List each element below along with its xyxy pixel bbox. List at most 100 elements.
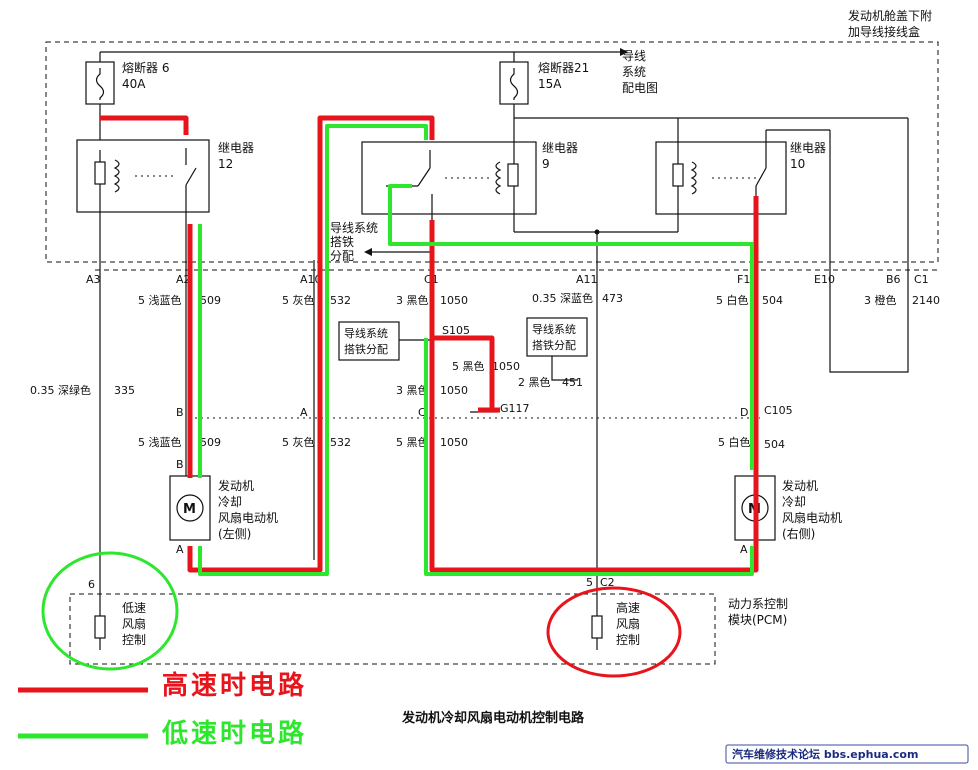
relay-10-num: 10	[790, 157, 805, 171]
motor-right-l3: 风扇电动机	[782, 510, 842, 525]
wiring-ref-1: 导线	[622, 49, 646, 63]
motor-left-l3: 风扇电动机	[218, 510, 278, 525]
ground-box-1	[338, 321, 400, 361]
fuse-21-rating: 15A	[538, 77, 562, 91]
low-speed-path	[198, 124, 754, 576]
motor-left-l4: (左侧)	[218, 526, 251, 541]
low-ctrl-l1: 低速	[122, 601, 146, 615]
fuse-6-element-icon	[95, 68, 105, 100]
wiring-ref-3: 配电图	[622, 81, 658, 95]
junction-box-label-1: 发动机舱盖下附	[848, 8, 932, 23]
low-ctrl-highlight	[41, 551, 179, 671]
motor-right-l2: 冷却	[782, 495, 806, 509]
relay-12-switch-icon	[185, 167, 197, 186]
pin-d-right: D	[740, 406, 748, 419]
ground-box-2	[526, 317, 588, 357]
motor-left-l1: 发动机	[218, 478, 254, 493]
relay-9-label: 继电器	[542, 141, 578, 155]
high-ctrl-l3: 控制	[616, 633, 640, 647]
fuse-21-element-icon	[509, 68, 519, 100]
pin-6: 6	[88, 578, 95, 591]
relay-9-num: 9	[542, 157, 550, 171]
motor-left-l2: 冷却	[218, 495, 242, 509]
wire-a2b-color: 5 灰色	[282, 435, 315, 449]
motor-right-l4: (右侧)	[782, 526, 815, 541]
wire-c1-color: 3 黑色	[396, 293, 429, 307]
ground-dist-1: 导线系统	[330, 221, 378, 235]
pcm-label-1: 动力系控制	[728, 597, 788, 611]
wire-b6-num: 2140	[912, 294, 940, 307]
wire-f12-num: 504	[762, 294, 783, 307]
motor-left-symbol-icon	[176, 494, 204, 522]
wire-g-color: 2 黑色	[518, 375, 551, 389]
relay-12-label: 继电器	[218, 141, 254, 155]
wire-d2-color: 5 白色	[718, 435, 751, 449]
pin-c-mid: C	[418, 406, 426, 419]
wire-b6-color: 3 橙色	[864, 293, 897, 307]
conn-e10: E10	[814, 273, 835, 286]
pin-a-right-motor: A	[740, 543, 748, 556]
ground-box-1-l1: 导线系统	[344, 326, 388, 340]
high-speed-path	[100, 115, 759, 573]
fuse-21-name: 熔断器21	[538, 60, 589, 75]
conn-a3: A3	[86, 273, 101, 286]
wire-g-num: 451	[562, 376, 583, 389]
wire-s1-num: 1050	[492, 360, 520, 373]
wire-a11-num: 473	[602, 292, 623, 305]
ground-dist-3: 分配	[330, 249, 354, 263]
relay-10-label: 继电器	[790, 141, 826, 155]
ground-box-1-l2: 搭铁分配	[344, 343, 388, 356]
high-ctrl-l2: 风扇	[616, 616, 640, 631]
relay-12-num: 12	[218, 157, 233, 171]
wire-d2-num: 504	[764, 438, 785, 451]
wire-a2-color: 5 浅蓝色	[138, 293, 182, 307]
bus-arrow-icon	[620, 48, 628, 56]
conn-c1-right: C1	[914, 273, 929, 286]
pcm-label-2: 模块(PCM)	[728, 613, 787, 627]
conn-a11: A11	[576, 273, 598, 286]
wire-s2-color: 3 黑色	[396, 383, 429, 397]
ground-box-2-l1: 导线系统	[532, 322, 576, 336]
pin-5: 5	[586, 576, 593, 589]
wire-c2-num: 1050	[440, 436, 468, 449]
motor-left-symbol: M	[183, 502, 196, 517]
conn-a2: A2	[176, 273, 191, 286]
pin-b-left: B	[176, 406, 184, 419]
watermark-text: 汽车维修技术论坛 bbs.ephua.com	[732, 747, 918, 761]
high-ctrl-resistor-icon	[591, 615, 603, 639]
ground-dist-2: 搭铁	[330, 235, 354, 249]
junction-box-label-2: 加导线接线盒	[848, 24, 920, 39]
wire-a10-num: 532	[330, 294, 351, 307]
watermark-box	[725, 744, 969, 764]
wire-a10-color: 5 灰色	[282, 293, 315, 307]
wire-b2-color: 5 浅蓝色	[138, 435, 182, 449]
wire-b2-num: 509	[200, 436, 221, 449]
relay-10-switch-icon	[755, 167, 767, 187]
wire-f12-color: 5 白色	[716, 293, 749, 307]
wiring-ref-2: 系统	[622, 65, 646, 79]
junction-box-border	[45, 41, 939, 263]
wire-a2b-num: 532	[330, 436, 351, 449]
fuse-6-rating: 40A	[122, 77, 146, 91]
conn-b6: B6	[886, 273, 901, 286]
wire-a3-num: 335	[114, 384, 135, 397]
pin-a-mid: A	[300, 406, 308, 419]
high-ctrl-l1: 高速	[616, 600, 640, 615]
pin-b-left-motor: B	[176, 458, 184, 471]
wire-c1-num: 1050	[440, 294, 468, 307]
ground-box-2-l2: 搭铁分配	[532, 339, 576, 352]
conn-s105: S105	[442, 324, 470, 337]
low-ctrl-resistor-icon	[94, 615, 106, 639]
conn-c2: C2	[600, 576, 615, 589]
motor-right-l1: 发动机	[782, 478, 818, 493]
conn-g117: G117	[500, 402, 530, 415]
conn-a10: A10	[300, 273, 322, 286]
wire-a3-color: 0.35 深绿色	[30, 383, 91, 397]
relay-10-resistor-icon	[672, 163, 684, 187]
legend-high-label: 高速时电路	[162, 670, 307, 701]
relay-9-coil-icon	[495, 161, 502, 195]
wire-s2-num: 1050	[440, 384, 468, 397]
pin-a-left-motor: A	[176, 543, 184, 556]
